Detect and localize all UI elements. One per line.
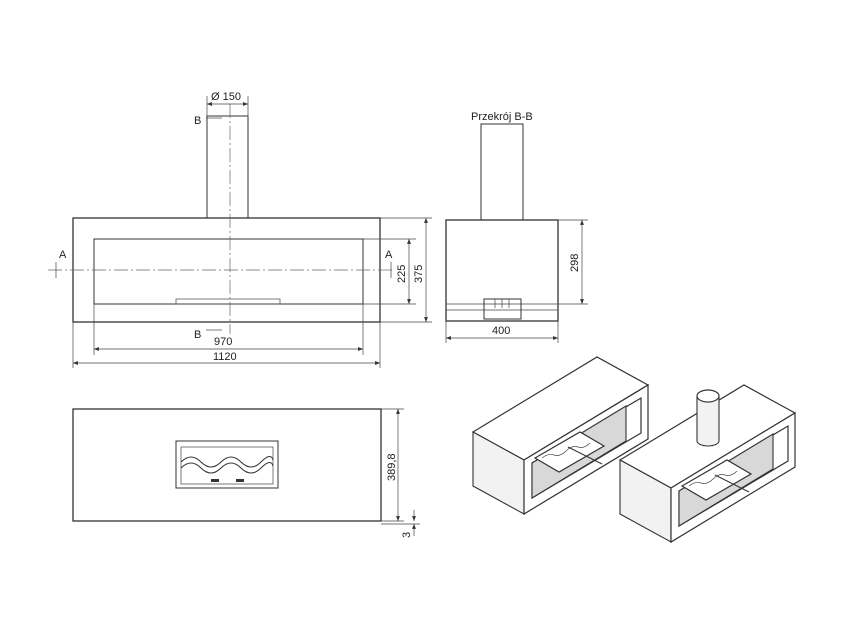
burner-wave-upper (180, 456, 274, 468)
iso2-burner-wave (688, 470, 738, 487)
dim-top-depth: 389,8 (386, 453, 398, 481)
top-outer (72, 408, 382, 522)
section-chimney (480, 123, 524, 221)
section-mark-a-right: A (385, 249, 393, 261)
chimney-pipe (206, 115, 249, 219)
front-opening (93, 238, 364, 305)
dim-outer-height: 375 (413, 265, 425, 283)
burner-tray (175, 298, 281, 305)
front-view: B B A A Ø 150 970 1120 225 375 (48, 91, 432, 368)
dim-diameter: Ø 150 (211, 91, 241, 103)
section-title: Przekrój B-B (471, 111, 533, 123)
iso2-handle (714, 474, 750, 493)
iso2-burner (680, 459, 753, 501)
top-view: 389,8 3 (72, 408, 420, 538)
burner-slot-left (211, 479, 219, 482)
dim-section-height: 298 (569, 254, 581, 272)
dim-outer-width: 1120 (213, 351, 237, 363)
isometric-view-right (618, 384, 797, 544)
dim-inner-width: 970 (214, 336, 232, 348)
isometric-view-left (471, 356, 650, 516)
burner-wave-lower (180, 462, 274, 474)
section-mark-b-top: B (194, 115, 201, 127)
dim-inner-height: 225 (396, 265, 408, 283)
iso2-chimney (696, 395, 720, 447)
section-body (445, 219, 559, 322)
iso1-burner-wave (541, 442, 591, 459)
section-mark-a-left: A (59, 249, 67, 261)
iso1-burner (533, 431, 606, 473)
top-burner-inner (180, 446, 274, 485)
section-mark-b-bottom: B (194, 329, 201, 341)
dim-thickness: 3 (401, 532, 413, 538)
dim-section-width: 400 (492, 325, 510, 337)
section-view: Przekrój B-B 298 400 (445, 111, 588, 343)
top-burner-frame (175, 440, 279, 489)
iso1-handle (567, 446, 603, 465)
burner-slot-right (236, 479, 244, 482)
iso2-chimney-top (696, 389, 720, 403)
section-burner (483, 298, 522, 320)
